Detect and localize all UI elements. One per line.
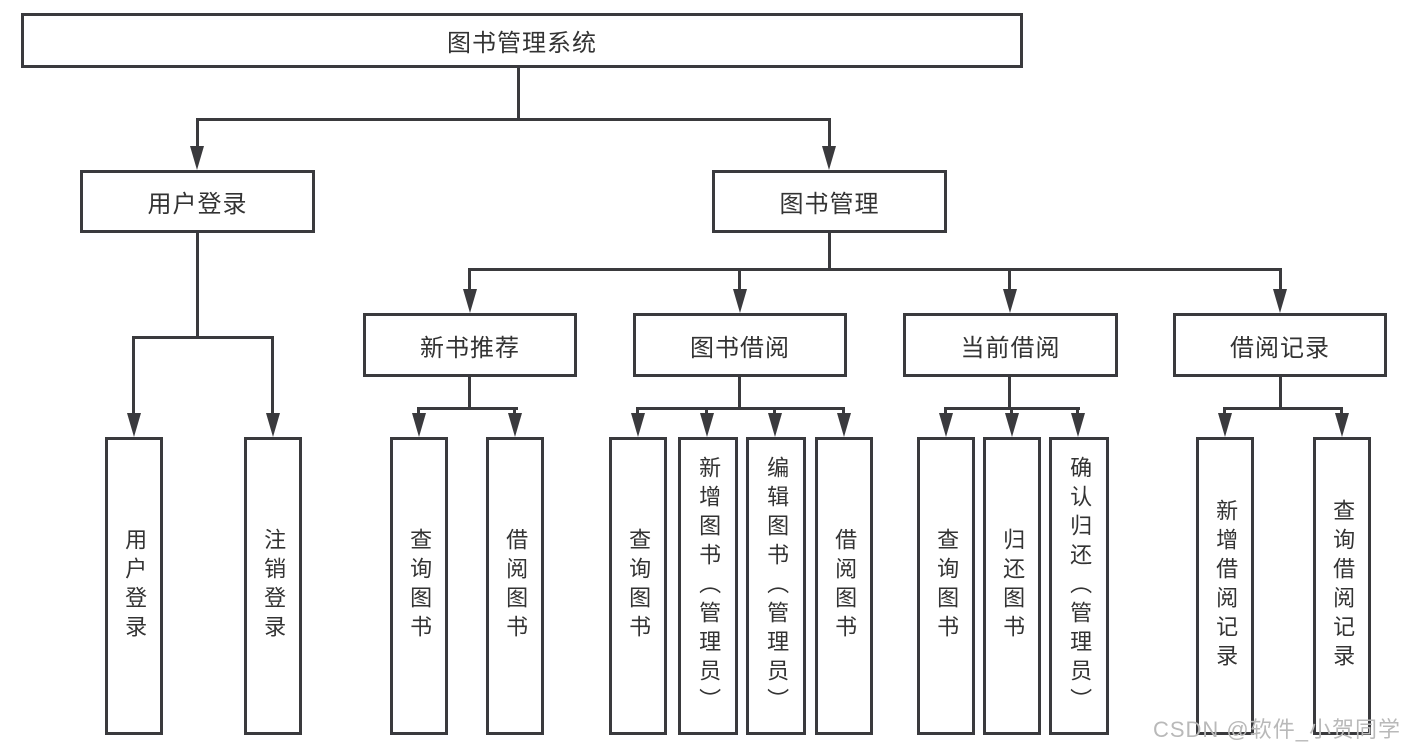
arrow-book-management xyxy=(822,146,836,170)
leaf-label: 注销登录 xyxy=(261,528,287,644)
leaf-label: 新增图书（管理员） xyxy=(696,455,722,717)
connector-book-borrow-stem xyxy=(738,377,741,410)
leaf-add-borrow-record: 新增借阅记录 xyxy=(1196,437,1254,735)
connector-stem-leaf xyxy=(1223,407,1226,417)
leaf-logout: 注销登录 xyxy=(244,437,302,735)
node-new-book-recommend: 新书推荐 xyxy=(363,313,577,377)
leaf-label: 编辑图书（管理员） xyxy=(764,455,790,717)
leaf-query-book-current: 查询图书 xyxy=(917,437,975,735)
connector-stem-leaf xyxy=(1010,407,1013,417)
arrow-leaf-borrow-book-1 xyxy=(508,413,522,437)
node-book-management: 图书管理 xyxy=(712,170,947,233)
arrow-leaf-borrow-book-2 xyxy=(837,413,851,437)
leaf-query-borrow-record: 查询借阅记录 xyxy=(1313,437,1371,735)
leaf-label: 查询图书 xyxy=(407,528,433,644)
connector-stem-leaf xyxy=(1340,407,1343,417)
connector-stem-book-management xyxy=(828,118,831,152)
connector-book-management-stem xyxy=(828,233,831,271)
arrow-new-book xyxy=(463,289,477,313)
connector-book-borrow-rail xyxy=(636,407,845,410)
connector-stem-leaf xyxy=(636,407,639,417)
leaf-label: 借阅图书 xyxy=(832,528,858,644)
connector-stem-borrow-record xyxy=(1279,268,1282,292)
connector-stem-leaf xyxy=(417,407,420,417)
connector-stem-leaf xyxy=(944,407,947,417)
csdn-watermark: CSDN @软件_小贺同学 xyxy=(1152,717,1401,742)
arrow-leaf-query-book-2 xyxy=(631,413,645,437)
arrow-leaf-return-book xyxy=(1005,413,1019,437)
node-current-borrow: 当前借阅 xyxy=(903,313,1118,377)
leaf-borrow-book: 借阅图书 xyxy=(815,437,873,735)
leaf-query-book-borrow: 查询图书 xyxy=(609,437,667,735)
node-label: 图书借阅 xyxy=(690,334,790,362)
arrow-leaf-confirm-return xyxy=(1071,413,1085,437)
connector-borrow-record-rail xyxy=(1223,407,1343,410)
leaf-label: 确认归还（管理员） xyxy=(1067,455,1093,717)
connector-stem-user-login xyxy=(196,118,199,152)
arrow-leaf-add-record xyxy=(1218,413,1232,437)
node-book-borrow: 图书借阅 xyxy=(633,313,847,377)
connector-stem-login-leaf xyxy=(132,336,135,416)
connector-stem-book-borrow xyxy=(738,268,741,292)
node-label: 图书管理系统 xyxy=(447,30,597,57)
arrow-logout-leaf xyxy=(266,413,280,437)
arrow-user-login xyxy=(190,146,204,170)
connector-root-stem xyxy=(517,68,520,121)
arrow-login-leaf xyxy=(127,413,141,437)
connector-new-book-rail xyxy=(417,407,518,410)
arrow-book-borrow xyxy=(733,289,747,313)
leaf-label: 查询图书 xyxy=(934,528,960,644)
connector-user-login-stem xyxy=(196,233,199,339)
connector-current-borrow-stem xyxy=(1008,377,1011,410)
arrow-leaf-query-book-1 xyxy=(412,413,426,437)
connector-stem-logout-leaf xyxy=(271,336,274,416)
connector-user-login-rail xyxy=(132,336,274,339)
node-user-login: 用户登录 xyxy=(80,170,315,233)
leaf-query-book-recommend: 查询图书 xyxy=(390,437,448,735)
connector-stem-leaf xyxy=(773,407,776,417)
leaf-label: 新增借阅记录 xyxy=(1213,499,1239,673)
arrow-borrow-record xyxy=(1273,289,1287,313)
arrow-leaf-edit-book xyxy=(768,413,782,437)
arrow-leaf-query-book-3 xyxy=(939,413,953,437)
connector-stem-leaf xyxy=(842,407,845,417)
leaf-add-book-admin: 新增图书（管理员） xyxy=(678,437,738,735)
connector-stem-new-book xyxy=(468,268,471,292)
connector-book-management-rail xyxy=(468,268,1282,271)
leaf-return-book: 归还图书 xyxy=(983,437,1041,735)
connector-stem-leaf xyxy=(705,407,708,417)
leaf-label: 用户登录 xyxy=(122,528,148,644)
node-label: 图书管理 xyxy=(779,191,880,218)
arrow-current-borrow xyxy=(1003,289,1017,313)
leaf-confirm-return-admin: 确认归还（管理员） xyxy=(1049,437,1109,735)
leaf-label: 归还图书 xyxy=(1000,528,1026,644)
connector-borrow-record-stem xyxy=(1279,377,1282,410)
arrow-leaf-query-record xyxy=(1335,413,1349,437)
leaf-edit-book-admin: 编辑图书（管理员） xyxy=(746,437,806,735)
leaf-label: 借阅图书 xyxy=(503,528,529,644)
connector-stem-leaf xyxy=(513,407,516,417)
node-label: 当前借阅 xyxy=(960,334,1061,362)
node-label: 借阅记录 xyxy=(1230,334,1330,362)
connector-root-rail xyxy=(196,118,831,121)
connector-stem-current-borrow xyxy=(1008,268,1011,292)
node-library-management-system: 图书管理系统 xyxy=(21,13,1023,68)
leaf-borrow-book-recommend: 借阅图书 xyxy=(486,437,544,735)
arrow-leaf-add-book xyxy=(700,413,714,437)
connector-new-book-stem xyxy=(468,377,471,410)
node-label: 用户登录 xyxy=(147,191,248,218)
node-label: 新书推荐 xyxy=(420,334,520,362)
connector-stem-leaf xyxy=(1076,407,1079,417)
leaf-label: 查询借阅记录 xyxy=(1330,499,1356,673)
leaf-user-login: 用户登录 xyxy=(105,437,163,735)
node-borrow-record: 借阅记录 xyxy=(1173,313,1387,377)
leaf-label: 查询图书 xyxy=(626,528,652,644)
